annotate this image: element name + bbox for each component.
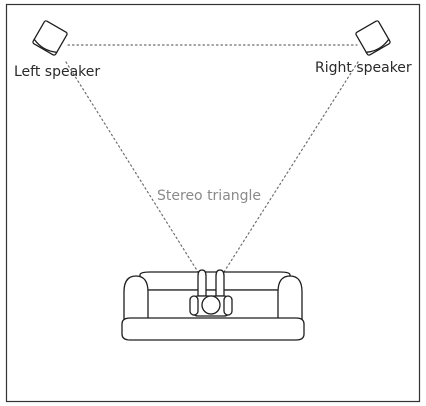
right-speaker-icon xyxy=(355,20,391,56)
room-outline xyxy=(5,3,421,403)
right-speaker-label: Right speaker xyxy=(315,60,412,76)
left-speaker-to-listener-line xyxy=(65,61,199,273)
stereo-triangle-lines xyxy=(65,44,359,273)
listener-icon xyxy=(189,269,233,317)
left-speaker-icon xyxy=(32,20,68,56)
stereo-triangle-label: Stereo triangle xyxy=(157,188,261,204)
left-speaker-label: Left speaker xyxy=(14,64,100,80)
sofa-icon xyxy=(121,271,305,341)
right-speaker-to-listener-line xyxy=(223,61,359,273)
